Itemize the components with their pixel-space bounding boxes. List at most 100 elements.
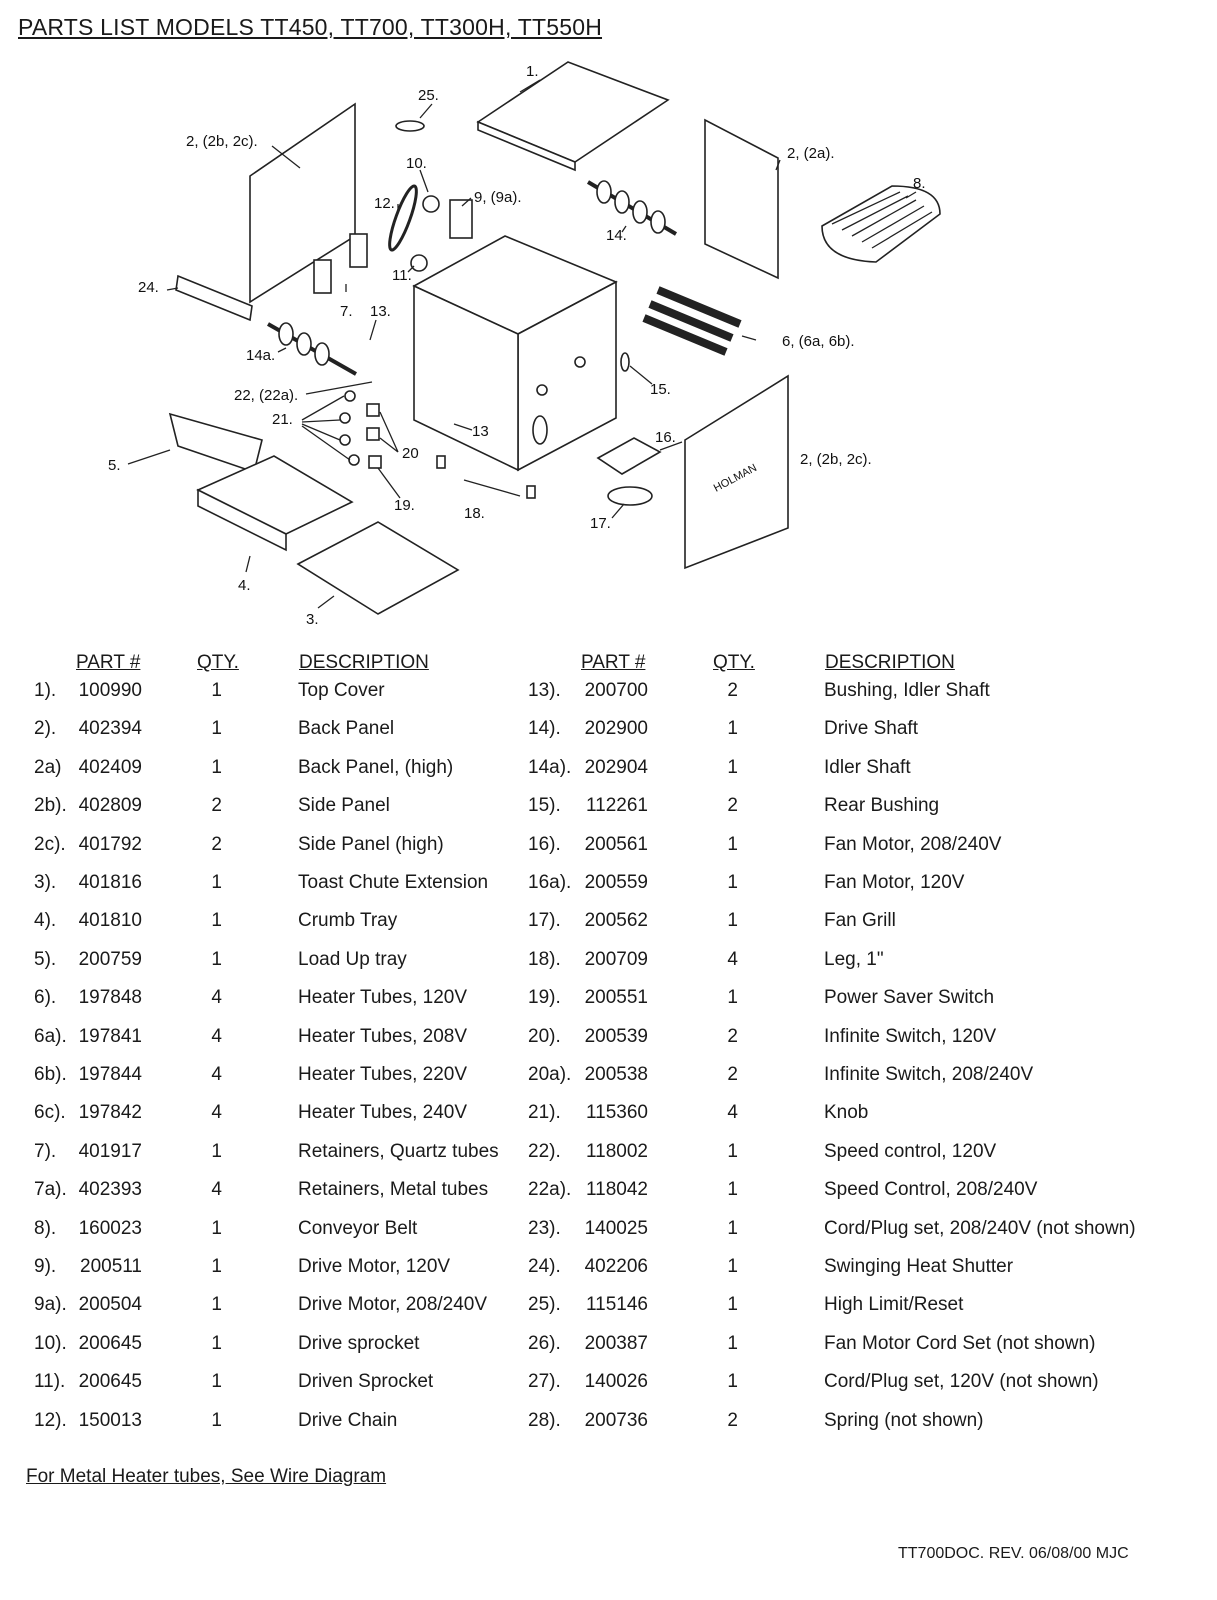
high-limit-part (395, 120, 425, 132)
callout: 2, (2b, 2c). (800, 451, 872, 468)
parts-cell-idx: 14). (528, 718, 561, 740)
parts-cell-desc: Fan Grill (824, 910, 896, 932)
parts-cell-idx: 17). (528, 910, 561, 932)
callout: 21. (272, 411, 293, 428)
callout: 22, (22a). (234, 387, 298, 404)
parts-cell-part: 115146 (586, 1294, 648, 1316)
parts-cell-desc: Rear Bushing (824, 795, 940, 817)
parts-cell-idx: 28). (528, 1409, 561, 1431)
parts-cell-desc: Back Panel (298, 718, 395, 740)
parts-cell-part: 200559 (584, 872, 648, 893)
parts-cell-idx: 6b). (34, 1064, 67, 1085)
parts-cell-idx: 16). (528, 833, 561, 855)
parts-cell-idx: 2b). (34, 795, 67, 817)
left-part-header: PART # (76, 652, 141, 673)
parts-cell-part: 118002 (586, 1140, 648, 1162)
parts-cell-part: 402394 (78, 718, 142, 740)
parts-cell-desc: Drive Motor, 208/240V (298, 1294, 488, 1316)
parts-cell-qty: 2 (727, 1064, 738, 1085)
parts-cell-qty: 1 (727, 1179, 738, 1201)
callout: 14a. (246, 347, 275, 364)
parts-cell-part: 197842 (78, 1102, 142, 1124)
parts-cell-qty: 1 (211, 718, 222, 740)
parts-cell-idx: 15). (528, 795, 561, 817)
parts-cell-desc: Side Panel (high) (298, 833, 444, 855)
parts-cell-qty: 1 (211, 910, 222, 932)
parts-cell-idx: 7a). (34, 1179, 67, 1201)
parts-cell-desc: Back Panel, (high) (298, 756, 454, 778)
drive-shaft-part (586, 180, 678, 236)
parts-cell-qty: 1 (211, 1217, 222, 1239)
footnote: For Metal Heater tubes, See Wire Diagram (26, 1466, 387, 1487)
parts-cell-desc: Drive sprocket (298, 1332, 420, 1354)
drive-motor-part (449, 199, 473, 239)
parts-cell-idx: 27). (528, 1371, 561, 1393)
knob-part (344, 390, 356, 402)
callout: 1. (526, 63, 539, 80)
parts-cell-part: 200645 (78, 1371, 142, 1393)
toast-chute-extension-part (296, 521, 460, 615)
parts-cell-part: 150013 (78, 1409, 142, 1431)
callout: 6, (6a, 6b). (782, 333, 855, 350)
parts-cell-part: 401810 (78, 910, 142, 932)
parts-cell-qty: 4 (211, 1102, 222, 1124)
callout: 3. (306, 611, 319, 628)
parts-cell-idx: 5). (34, 948, 57, 970)
power-saver-switch-part (368, 455, 382, 469)
retainer-part (313, 259, 332, 294)
parts-cell-idx: 10). (34, 1332, 67, 1354)
parts-cell-desc: Retainers, Quartz tubes (298, 1140, 499, 1162)
drive-sprocket-part (422, 195, 440, 213)
parts-cell-qty: 4 (211, 1025, 222, 1047)
parts-cell-desc: Power Saver Switch (824, 987, 995, 1009)
drive-chain-part (388, 184, 418, 252)
parts-cell-qty: 2 (211, 833, 222, 855)
parts-cell-desc: Heater Tubes, 120V (298, 987, 467, 1009)
heater-tubes-part (642, 286, 742, 356)
parts-cell-desc: Cord/Plug set, 208/240V (not shown) (824, 1217, 1136, 1239)
parts-cell-desc: Speed Control, 208/240V (824, 1179, 1038, 1201)
parts-cell-desc: Spring (not shown) (824, 1409, 984, 1431)
parts-cell-idx: 2a) (34, 756, 62, 778)
parts-cell-desc: Conveyor Belt (298, 1217, 418, 1239)
exploded-parts-diagram: HOLMAN 1. 25. 2, (2b, 2c). 10. 2, (2a). … (108, 61, 941, 628)
parts-cell-idx: 23). (528, 1217, 561, 1239)
parts-cell-idx: 4). (34, 910, 57, 932)
parts-cell-part: 140025 (584, 1217, 648, 1239)
parts-cell-idx: 3). (34, 872, 57, 893)
parts-cell-desc: High Limit/Reset (824, 1294, 964, 1316)
callout: 15. (650, 381, 671, 398)
parts-cell-qty: 1 (727, 718, 738, 740)
parts-cell-idx: 19). (528, 987, 561, 1009)
parts-cell-desc: Retainers, Metal tubes (298, 1179, 489, 1201)
parts-cell-qty: 1 (727, 910, 738, 932)
heat-shutter-part (175, 274, 253, 322)
page-title: PARTS LIST MODELS TT450, TT700, TT300H, … (18, 14, 603, 40)
parts-cell-idx: 6c). (34, 1102, 66, 1124)
parts-cell-part: 140026 (584, 1371, 648, 1393)
callout: 20 (402, 445, 419, 462)
parts-cell-qty: 1 (211, 756, 222, 778)
parts-cell-qty: 1 (727, 1256, 738, 1277)
parts-cell-desc: Knob (824, 1102, 869, 1124)
parts-cell-idx: 22). (528, 1140, 561, 1162)
parts-cell-desc: Drive Shaft (824, 718, 918, 740)
parts-cell-part: 197841 (78, 1025, 142, 1047)
parts-cell-qty: 2 (727, 680, 738, 701)
parts-cell-qty: 2 (211, 795, 222, 817)
infinite-switch-part (366, 403, 380, 417)
parts-cell-desc: Top Cover (298, 680, 385, 701)
callout: 7. (340, 303, 353, 320)
callout: 4. (238, 577, 251, 594)
conveyor-belt-part (821, 185, 941, 263)
parts-cell-desc: Infinite Switch, 120V (824, 1025, 997, 1047)
parts-cell-idx: 14a). (528, 756, 572, 778)
callout: 8. (913, 175, 926, 192)
parts-cell-part: 401917 (78, 1140, 142, 1162)
parts-cell-part: 401792 (78, 833, 142, 855)
parts-cell-part: 200645 (78, 1332, 142, 1354)
oven-body-part (412, 235, 618, 472)
leg-part (436, 455, 446, 469)
parts-cell-part: 402409 (78, 756, 142, 778)
parts-cell-part: 200561 (584, 833, 648, 855)
